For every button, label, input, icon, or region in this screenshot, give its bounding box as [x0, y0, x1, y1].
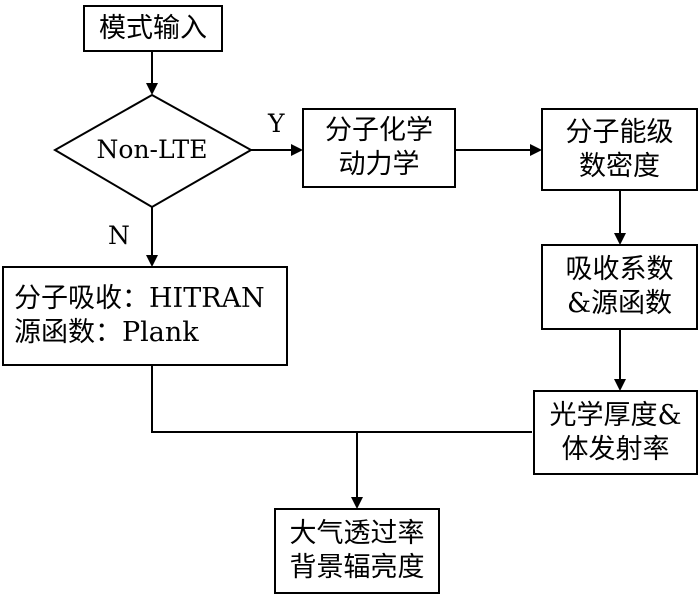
node-hitran-plank-line-1: 分子吸收：HITRAN: [14, 283, 265, 314]
node-optical-depth-line-1: 光学厚度&: [549, 399, 682, 431]
node-level-density-line-1: 分子能级: [565, 116, 674, 148]
branch-label-yes: Y: [268, 109, 285, 138]
merge-line: [151, 365, 532, 433]
node-transmittance-line-2: 背景辐亮度: [289, 552, 425, 583]
node-level-density: 分子能级 数密度: [541, 108, 698, 191]
decision-label: Non-LTE: [96, 135, 208, 164]
node-molecular-kinetics: 分子化学 动力学: [302, 108, 456, 188]
node-molecular-kinetics-line-2: 动力学: [338, 149, 420, 180]
branch-label-no: N: [108, 221, 130, 250]
node-transmittance-radiance: 大气透过率 背景辐亮度: [274, 508, 440, 594]
node-molecular-kinetics-line-1: 分子化学: [325, 115, 433, 146]
node-hitran-plank: 分子吸收：HITRAN 源函数：Plank: [2, 266, 288, 366]
node-optical-depth-emissivity: 光学厚度& 体发射率: [533, 390, 698, 475]
node-optical-depth-line-2: 体发射率: [561, 433, 670, 465]
node-level-density-line-2: 数密度: [579, 150, 660, 182]
node-model-input-line: 模式输入: [99, 12, 207, 44]
node-absorption-source-line-2: &源函数: [566, 288, 673, 319]
node-transmittance-line-1: 大气透过率: [289, 518, 425, 549]
node-absorption-source: 吸收系数 &源函数: [541, 244, 698, 330]
node-model-input: 模式输入: [83, 5, 223, 52]
node-absorption-source-line-1: 吸收系数: [565, 254, 674, 285]
node-hitran-plank-line-2: 源函数：Plank: [14, 317, 199, 348]
